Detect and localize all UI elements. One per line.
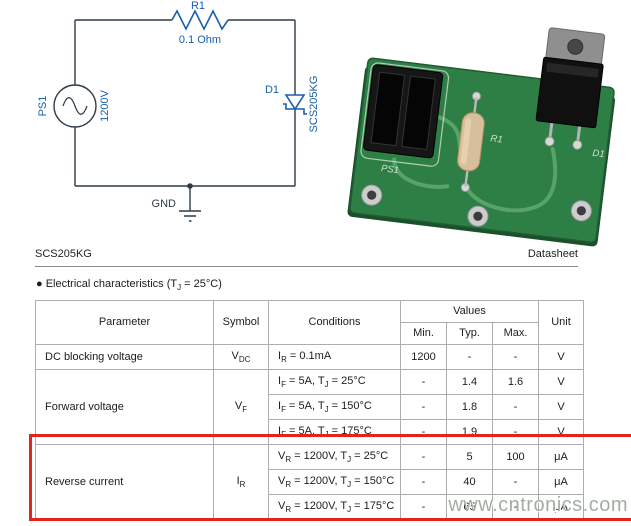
typ-cell: 1.4 xyxy=(446,369,493,395)
source-ref-label: PS1 xyxy=(37,96,49,117)
symbol-cell: IR xyxy=(213,444,269,520)
parameter-cell: DC blocking voltage xyxy=(35,344,214,370)
pcb-silkscreen-outline xyxy=(360,62,450,167)
diode-symbol xyxy=(283,94,307,115)
junction-dot xyxy=(187,183,193,189)
typ-cell: 40 xyxy=(446,469,493,495)
datasheet-header-bar: SCS205KG Datasheet xyxy=(35,248,578,260)
col-header-min: Min. xyxy=(400,322,447,345)
mounting-hole xyxy=(570,200,592,222)
condition-cell: IF = 5A, TJ = 25°C xyxy=(268,369,401,395)
diode-part-label: SCS205KG xyxy=(308,76,320,133)
col-header-conditions: Conditions xyxy=(268,300,401,345)
max-cell: - xyxy=(492,419,539,445)
max-cell: 100 xyxy=(492,444,539,470)
col-header-parameter: Parameter xyxy=(35,300,214,345)
pcb-connector-ps1 xyxy=(363,64,444,159)
condition-cell: VR = 1200V, TJ = 175°C xyxy=(268,494,401,520)
watermark: www.cntronics.com xyxy=(448,494,628,516)
min-cell: - xyxy=(400,394,447,420)
max-cell: - xyxy=(492,494,539,520)
condition-cell: VR = 1200V, TJ = 25°C xyxy=(268,444,401,470)
col-header-unit: Unit xyxy=(538,300,584,345)
min-cell: - xyxy=(400,369,447,395)
unit-cell: V xyxy=(538,369,584,395)
min-cell: - xyxy=(400,494,447,520)
pcb-render: PS1 R1 xyxy=(347,27,616,247)
pcb-trace xyxy=(463,146,558,213)
pcb-resistor-r1 xyxy=(457,91,485,192)
min-cell: - xyxy=(400,419,447,445)
circuit-schematic: R1 0.1 Ohm PS1 1200V D1 SCS205KG GND xyxy=(37,0,320,222)
pcb-label-d1: D1 xyxy=(592,148,605,160)
parameter-cell: Reverse current xyxy=(35,444,214,520)
max-cell: - xyxy=(492,469,539,495)
circuit-wires xyxy=(74,19,296,211)
pcb-diode-d1 xyxy=(535,27,606,150)
doc-type-label: Datasheet xyxy=(527,248,578,260)
resistor-value-label: 0.1 Ohm xyxy=(179,34,221,46)
resistor-ref-label: R1 xyxy=(191,0,205,12)
header-row: Min. Typ. Max. xyxy=(36,322,584,345)
unit-cell: μA xyxy=(538,494,584,520)
condition-cell: VR = 1200V, TJ = 150°C xyxy=(268,469,401,495)
unit-cell: V xyxy=(538,394,584,420)
parameter-cell: Forward voltage xyxy=(35,369,214,445)
source-value-label: 1200V xyxy=(99,89,111,121)
mounting-hole xyxy=(467,205,489,227)
typ-cell: 1.9 xyxy=(446,419,493,445)
condition-cell: IF = 5A, TJ = 150°C xyxy=(268,394,401,420)
ground-label: GND xyxy=(152,198,177,210)
ground-symbol xyxy=(179,210,201,222)
typ-cell: - xyxy=(446,344,493,370)
max-cell: 1.6 xyxy=(492,369,539,395)
table-row: VR = 1200V, TJ = 150°C-40-μA xyxy=(36,469,584,495)
unit-cell: V xyxy=(538,419,584,445)
typ-cell: 1.8 xyxy=(446,394,493,420)
pcb-trace xyxy=(392,157,450,189)
col-header-typ: Typ. xyxy=(446,322,493,345)
pcb-label-ps1: PS1 xyxy=(380,163,399,176)
header-row: Parameter Symbol Conditions Values Unit xyxy=(35,300,584,345)
unit-cell: μA xyxy=(538,444,584,470)
max-cell: - xyxy=(492,394,539,420)
col-header-max: Max. xyxy=(492,322,539,345)
divider-line xyxy=(35,266,578,267)
min-cell: - xyxy=(400,469,447,495)
unit-cell: μA xyxy=(538,469,584,495)
min-cell: - xyxy=(400,444,447,470)
unit-cell: V xyxy=(538,344,584,370)
table-row: IF = 5A, TJ = 175°C-1.9-V xyxy=(36,419,584,445)
condition-cell: IF = 5A, TJ = 175°C xyxy=(268,419,401,445)
col-header-symbol: Symbol xyxy=(213,300,269,345)
symbol-cell: VDC xyxy=(213,344,269,370)
table-row: VR = 1200V, TJ = 175°C-65-μA xyxy=(36,494,584,520)
condition-cell: IR = 0.1mA xyxy=(268,344,401,370)
voltage-source-symbol xyxy=(53,84,97,128)
part-number: SCS205KG xyxy=(35,248,92,260)
resistor-symbol xyxy=(171,9,229,31)
section-title: ● Electrical characteristics (TJ = 25°C) xyxy=(36,278,222,293)
mounting-hole xyxy=(361,184,383,206)
diode-ref-label: D1 xyxy=(265,84,279,96)
typ-cell: 5 xyxy=(446,444,493,470)
col-header-values: Values xyxy=(400,300,539,323)
pcb-label-r1: R1 xyxy=(490,133,503,145)
electrical-characteristics-table: Parameter Symbol Conditions Values Unit … xyxy=(35,300,584,520)
min-cell: 1200 xyxy=(400,344,447,370)
sine-wave-icon xyxy=(62,97,88,115)
top-figure: PS1 R1 xyxy=(37,0,616,247)
max-cell: - xyxy=(492,344,539,370)
table-row: IF = 5A, TJ = 150°C-1.8-V xyxy=(36,394,584,420)
symbol-cell: VF xyxy=(213,369,269,445)
